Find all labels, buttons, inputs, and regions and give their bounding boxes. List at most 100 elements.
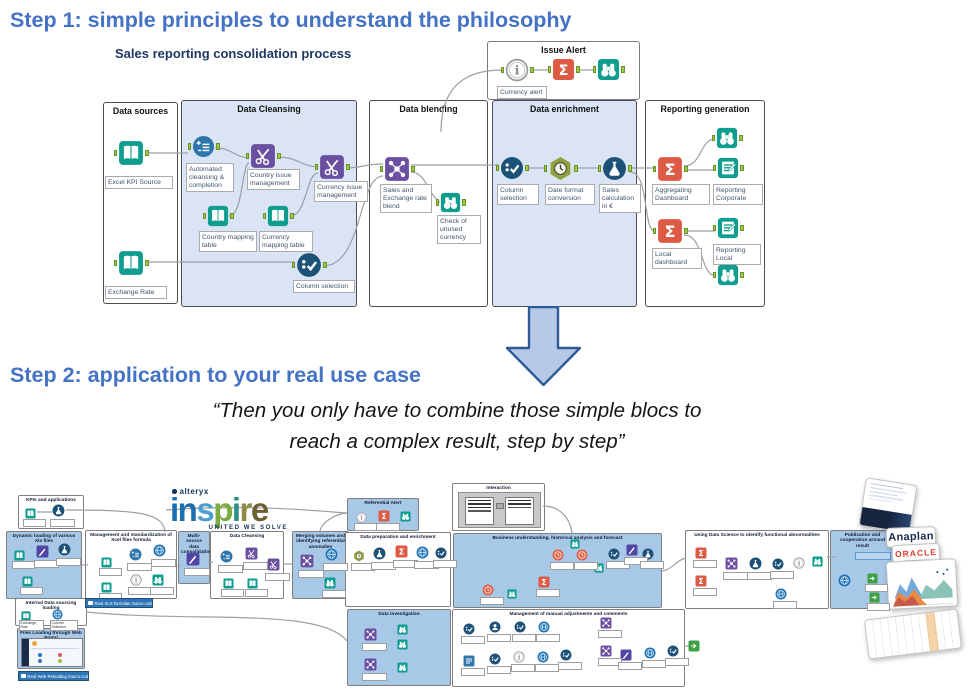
output-port [684, 227, 688, 235]
tool-label [536, 633, 560, 642]
quote-line-2: reach a complex result, step by step” [289, 430, 625, 453]
tool-label [606, 560, 630, 569]
output-port [462, 199, 466, 206]
input-port [187, 143, 191, 150]
tool-label [150, 586, 174, 595]
container-title: Data investigation [378, 611, 420, 617]
container-title: Management of manual adjustments and com… [509, 611, 628, 617]
tool-label [127, 562, 152, 571]
tool-label [512, 633, 536, 642]
tool-label [535, 663, 559, 672]
input-port [291, 261, 295, 269]
input-port [711, 134, 715, 142]
input-port [379, 165, 383, 173]
tool-label [245, 588, 268, 597]
tool-label [221, 588, 244, 597]
tool-label [693, 587, 717, 596]
tool-label [642, 659, 666, 668]
card-chart [885, 558, 959, 610]
svg-text:Σ: Σ [381, 512, 386, 521]
greenbox-icon [869, 590, 880, 603]
tool-label: Automated cleansing & completion [186, 163, 234, 193]
input-port [262, 212, 266, 220]
input-port [597, 165, 601, 172]
container-title: Publication and cooperation around resul… [839, 532, 886, 549]
tool-label: Column selection [293, 280, 355, 294]
svg-text:i: i [135, 577, 138, 584]
input-port [712, 224, 716, 232]
book-icon [202, 205, 234, 227]
formula-icon [597, 156, 632, 181]
binoculars-icon [507, 586, 517, 599]
input-port [592, 66, 596, 73]
tool-label [184, 567, 210, 576]
tool-label: Sales and Exchange rate blend [380, 184, 432, 214]
tool-label [511, 663, 535, 672]
globe-icon [775, 587, 787, 600]
input-port [113, 259, 117, 267]
step1-diagram-title: Sales reporting consolidation process [115, 46, 352, 61]
greenbox-icon [867, 571, 878, 584]
globe-icon [537, 650, 549, 663]
logo-prefix: alteryx [179, 487, 209, 496]
datetime-icon [543, 156, 578, 181]
tool-label: Excel KPI Source [105, 176, 173, 190]
tool-label [323, 562, 348, 571]
book-icon [113, 140, 149, 166]
workflow-container-datascience: Using Data Science to identify functiona… [685, 530, 829, 609]
tool-label [536, 588, 560, 597]
logo-letter: i [231, 491, 241, 528]
tool-label: Check of unused currency [437, 215, 481, 245]
tool-label [20, 586, 43, 595]
globe-icon [838, 574, 851, 587]
sigma-icon: Σ [652, 156, 688, 182]
alteryx-inspire-logo: alteryx inspire UNITED WE SOLVE [170, 487, 288, 531]
container-title: Internal Data sourcing loading [25, 600, 77, 612]
svg-text:Σ: Σ [698, 549, 703, 558]
sigma-icon: Σ [695, 546, 707, 559]
binoculars-icon [152, 573, 164, 586]
output-port [145, 149, 149, 157]
container-title: Interaction [486, 485, 511, 491]
caption-icon [21, 673, 26, 679]
logo-letter: in [170, 491, 198, 528]
binoculars-icon [570, 536, 580, 549]
tool-label [298, 569, 324, 578]
tool-label: Country issue management [247, 169, 300, 191]
tool-label [865, 583, 888, 592]
tool-label [487, 633, 511, 642]
cleanse-icon [220, 550, 233, 563]
svg-text:Σ: Σ [698, 577, 703, 586]
sigma-icon: Σ [652, 218, 688, 244]
input-port [314, 163, 318, 171]
tool-label [867, 602, 890, 611]
svg-text:i: i [515, 63, 520, 78]
select-icon [560, 648, 572, 661]
output-port [290, 212, 294, 220]
tool-label [747, 571, 772, 580]
container-title: Data blending [399, 104, 458, 114]
tool-label: Exchange Rate [19, 619, 44, 631]
container-title: Data preparation and enrichment [360, 534, 436, 540]
input-port [712, 271, 716, 279]
select-icon [495, 156, 529, 180]
output-port [576, 66, 580, 73]
join-icon [379, 156, 415, 182]
svg-text:i: i [360, 516, 363, 522]
input-port [712, 164, 716, 172]
tool-label: Reporting Corporate [713, 184, 763, 206]
tool-label [618, 661, 642, 670]
container-title: Multi-source data consolidation [181, 533, 213, 556]
redcircle-icon [552, 548, 564, 561]
tool-label [598, 629, 622, 638]
caption-icon [88, 600, 93, 606]
book-icon [22, 574, 33, 587]
formula-icon [52, 504, 65, 517]
tool-label [433, 559, 457, 568]
info-icon: i [500, 58, 534, 82]
book-icon [223, 576, 234, 589]
logo-word: inspire [170, 493, 288, 526]
usercircle-icon [489, 620, 501, 633]
tool-label: Aggregating Dashboard [652, 184, 710, 206]
logo-letter: r [239, 491, 253, 528]
